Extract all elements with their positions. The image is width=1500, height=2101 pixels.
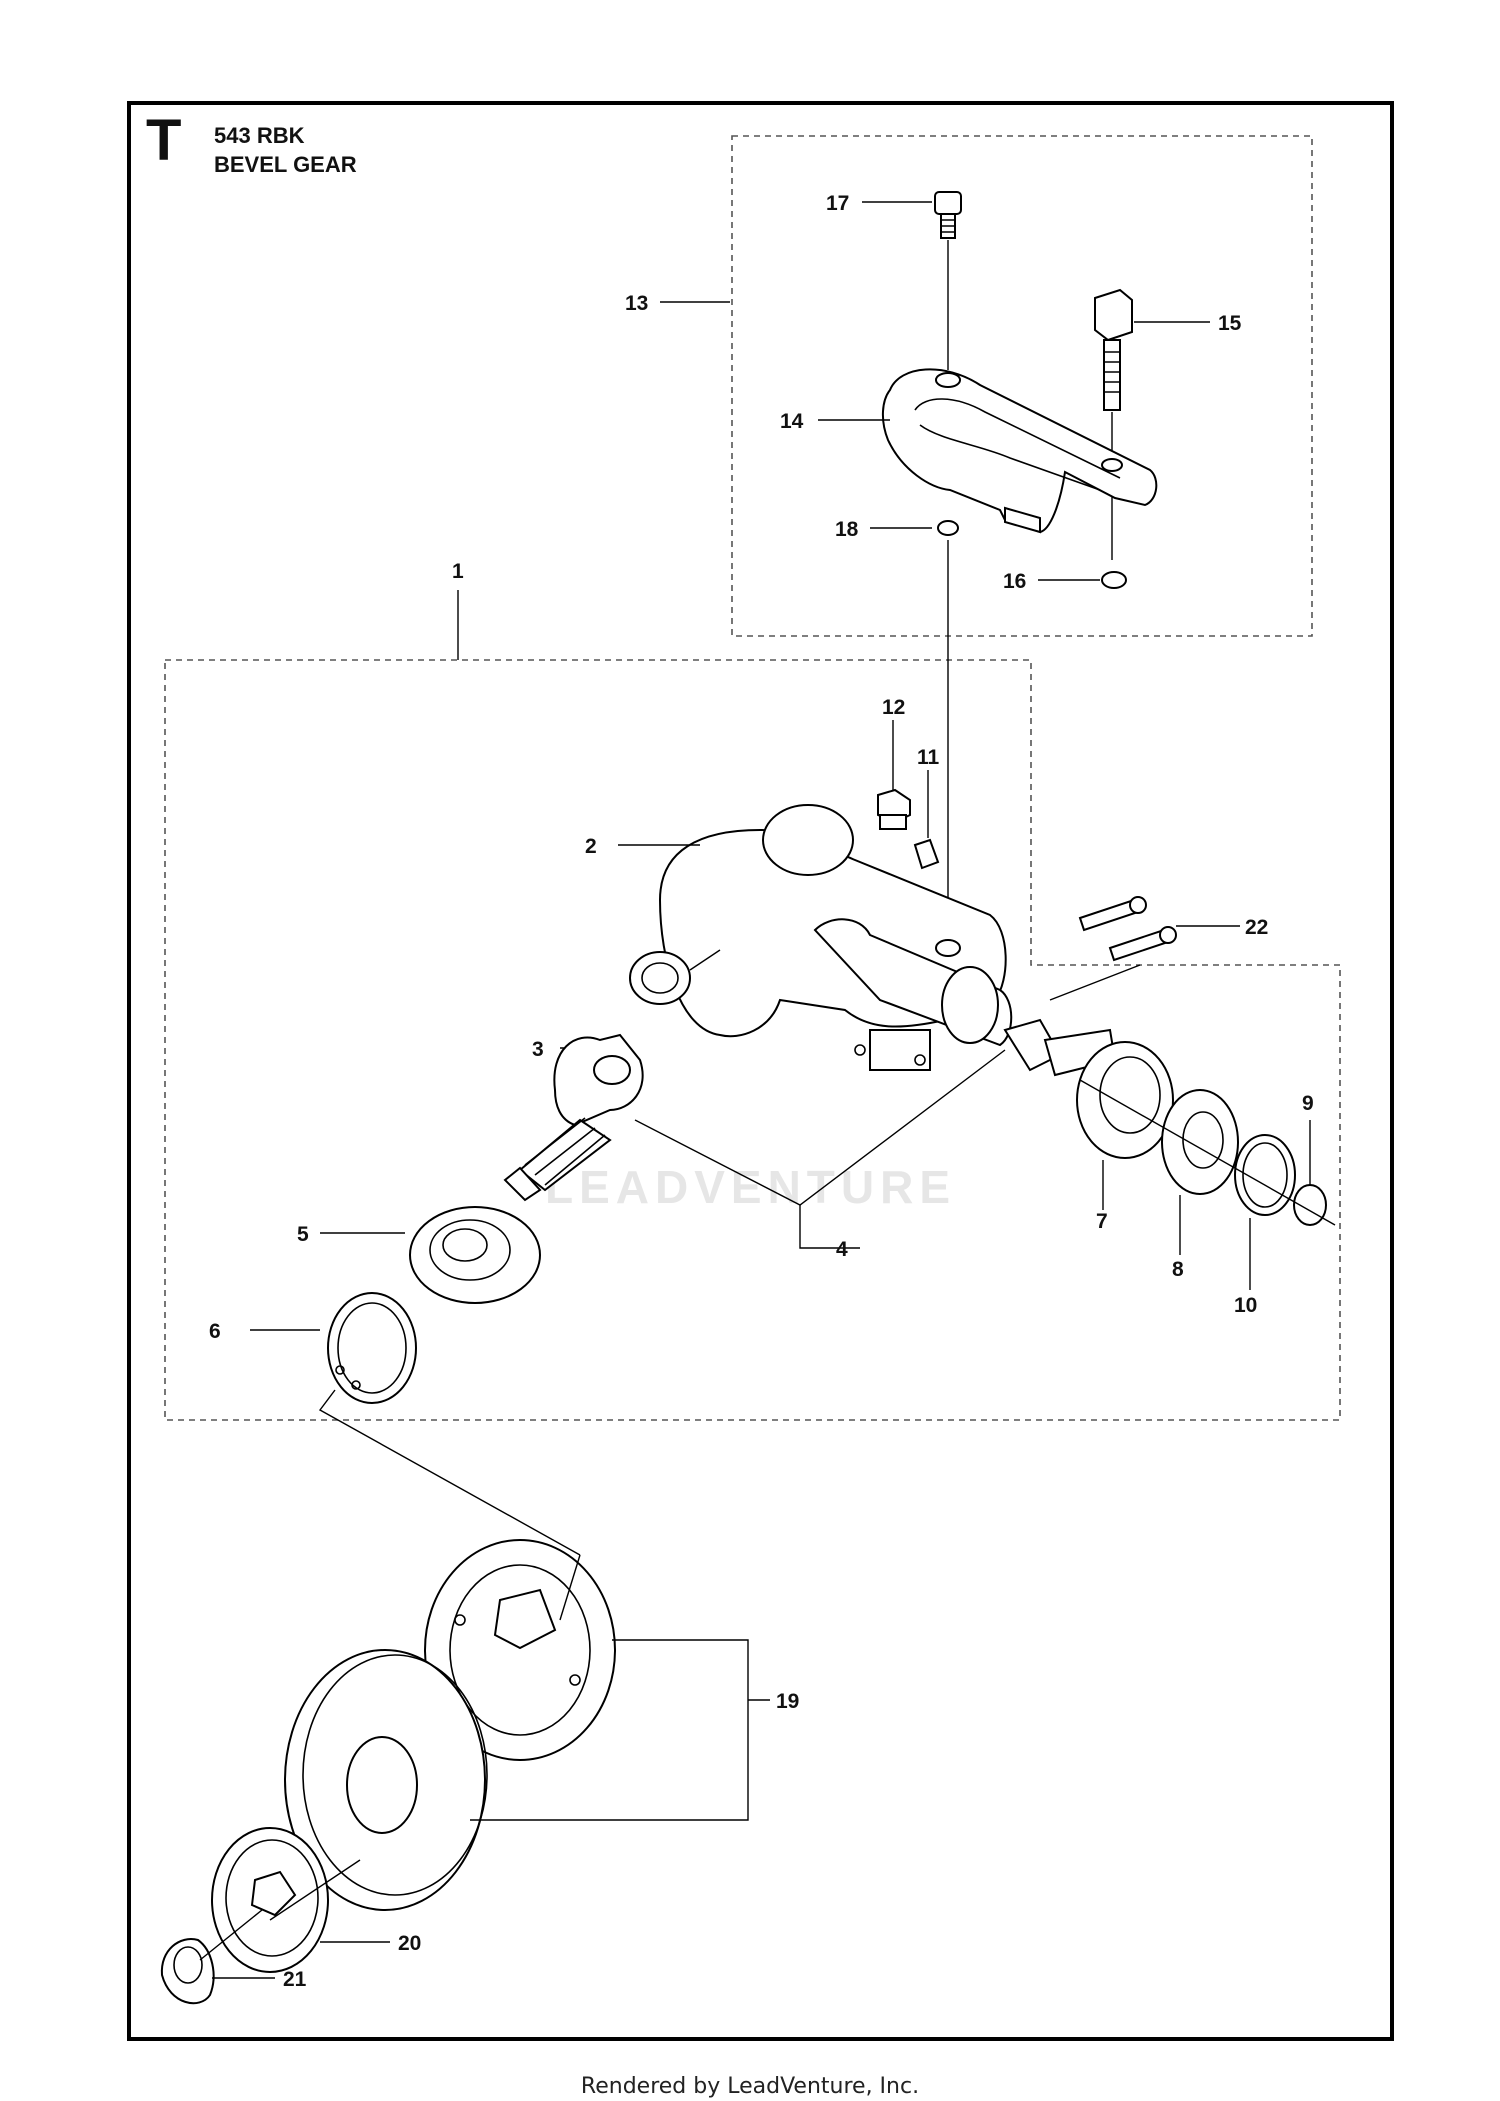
callout-19: 19 <box>776 1690 799 1713</box>
watermark-text: LEADVENTURE <box>545 1161 957 1213</box>
part-17-screw <box>934 191 962 239</box>
callout-7: 7 <box>1096 1210 1108 1233</box>
section-letter: T <box>146 108 182 173</box>
callout-13: 13 <box>625 292 648 315</box>
callout-4: 4 <box>836 1238 848 1261</box>
part-22-bolts <box>1078 896 1177 962</box>
callout-22: 22 <box>1245 916 1268 939</box>
callout-1: 1 <box>452 560 464 583</box>
part-4-pinion-gear <box>503 1018 1117 1202</box>
part-12-plug <box>877 788 911 830</box>
callout-16: 16 <box>1003 570 1026 593</box>
part-19-flange-set <box>284 1539 616 1911</box>
callout-6: 6 <box>209 1320 221 1343</box>
part-6-circlip <box>327 1292 417 1404</box>
part-8-bearing <box>1161 1089 1239 1195</box>
part-20-support-cup <box>211 1827 329 1973</box>
part-2-gear-housing <box>658 804 1013 1071</box>
part-10-circlip <box>1234 1134 1296 1216</box>
model-name: 543 RBK <box>214 123 305 148</box>
group-box-13 <box>731 135 1313 637</box>
part-5-bearing <box>409 1206 541 1304</box>
group-box-1 <box>164 659 1341 1421</box>
diagram-frame <box>127 101 1394 2041</box>
callout-8: 8 <box>1172 1258 1184 1281</box>
callout-20: 20 <box>398 1932 421 1955</box>
callout-12: 12 <box>882 696 905 719</box>
callout-18: 18 <box>835 518 859 541</box>
part-18-washer <box>937 520 959 536</box>
callout-17: 17 <box>826 192 849 215</box>
callout-2: 2 <box>585 835 597 858</box>
diagram-title: BEVEL GEAR <box>214 152 357 177</box>
part-16-washer <box>1101 571 1127 589</box>
callout-15: 15 <box>1218 312 1242 335</box>
callout-11: 11 <box>917 746 940 769</box>
part-21-nut <box>160 1938 215 2005</box>
callout-14: 14 <box>780 410 804 433</box>
callout-21: 21 <box>283 1968 307 1991</box>
part-11-key <box>913 838 940 870</box>
callout-5: 5 <box>297 1223 309 1246</box>
callout-10: 10 <box>1234 1294 1257 1317</box>
part-15-screw <box>1094 288 1133 411</box>
footer-credit: Rendered by LeadVenture, Inc. <box>580 2074 920 2099</box>
callout-3: 3 <box>532 1038 544 1061</box>
part-7-bearing <box>1076 1041 1174 1159</box>
callout-9: 9 <box>1302 1092 1314 1115</box>
part-3-bearing <box>629 951 691 1005</box>
part-14-clamp <box>882 368 1158 534</box>
